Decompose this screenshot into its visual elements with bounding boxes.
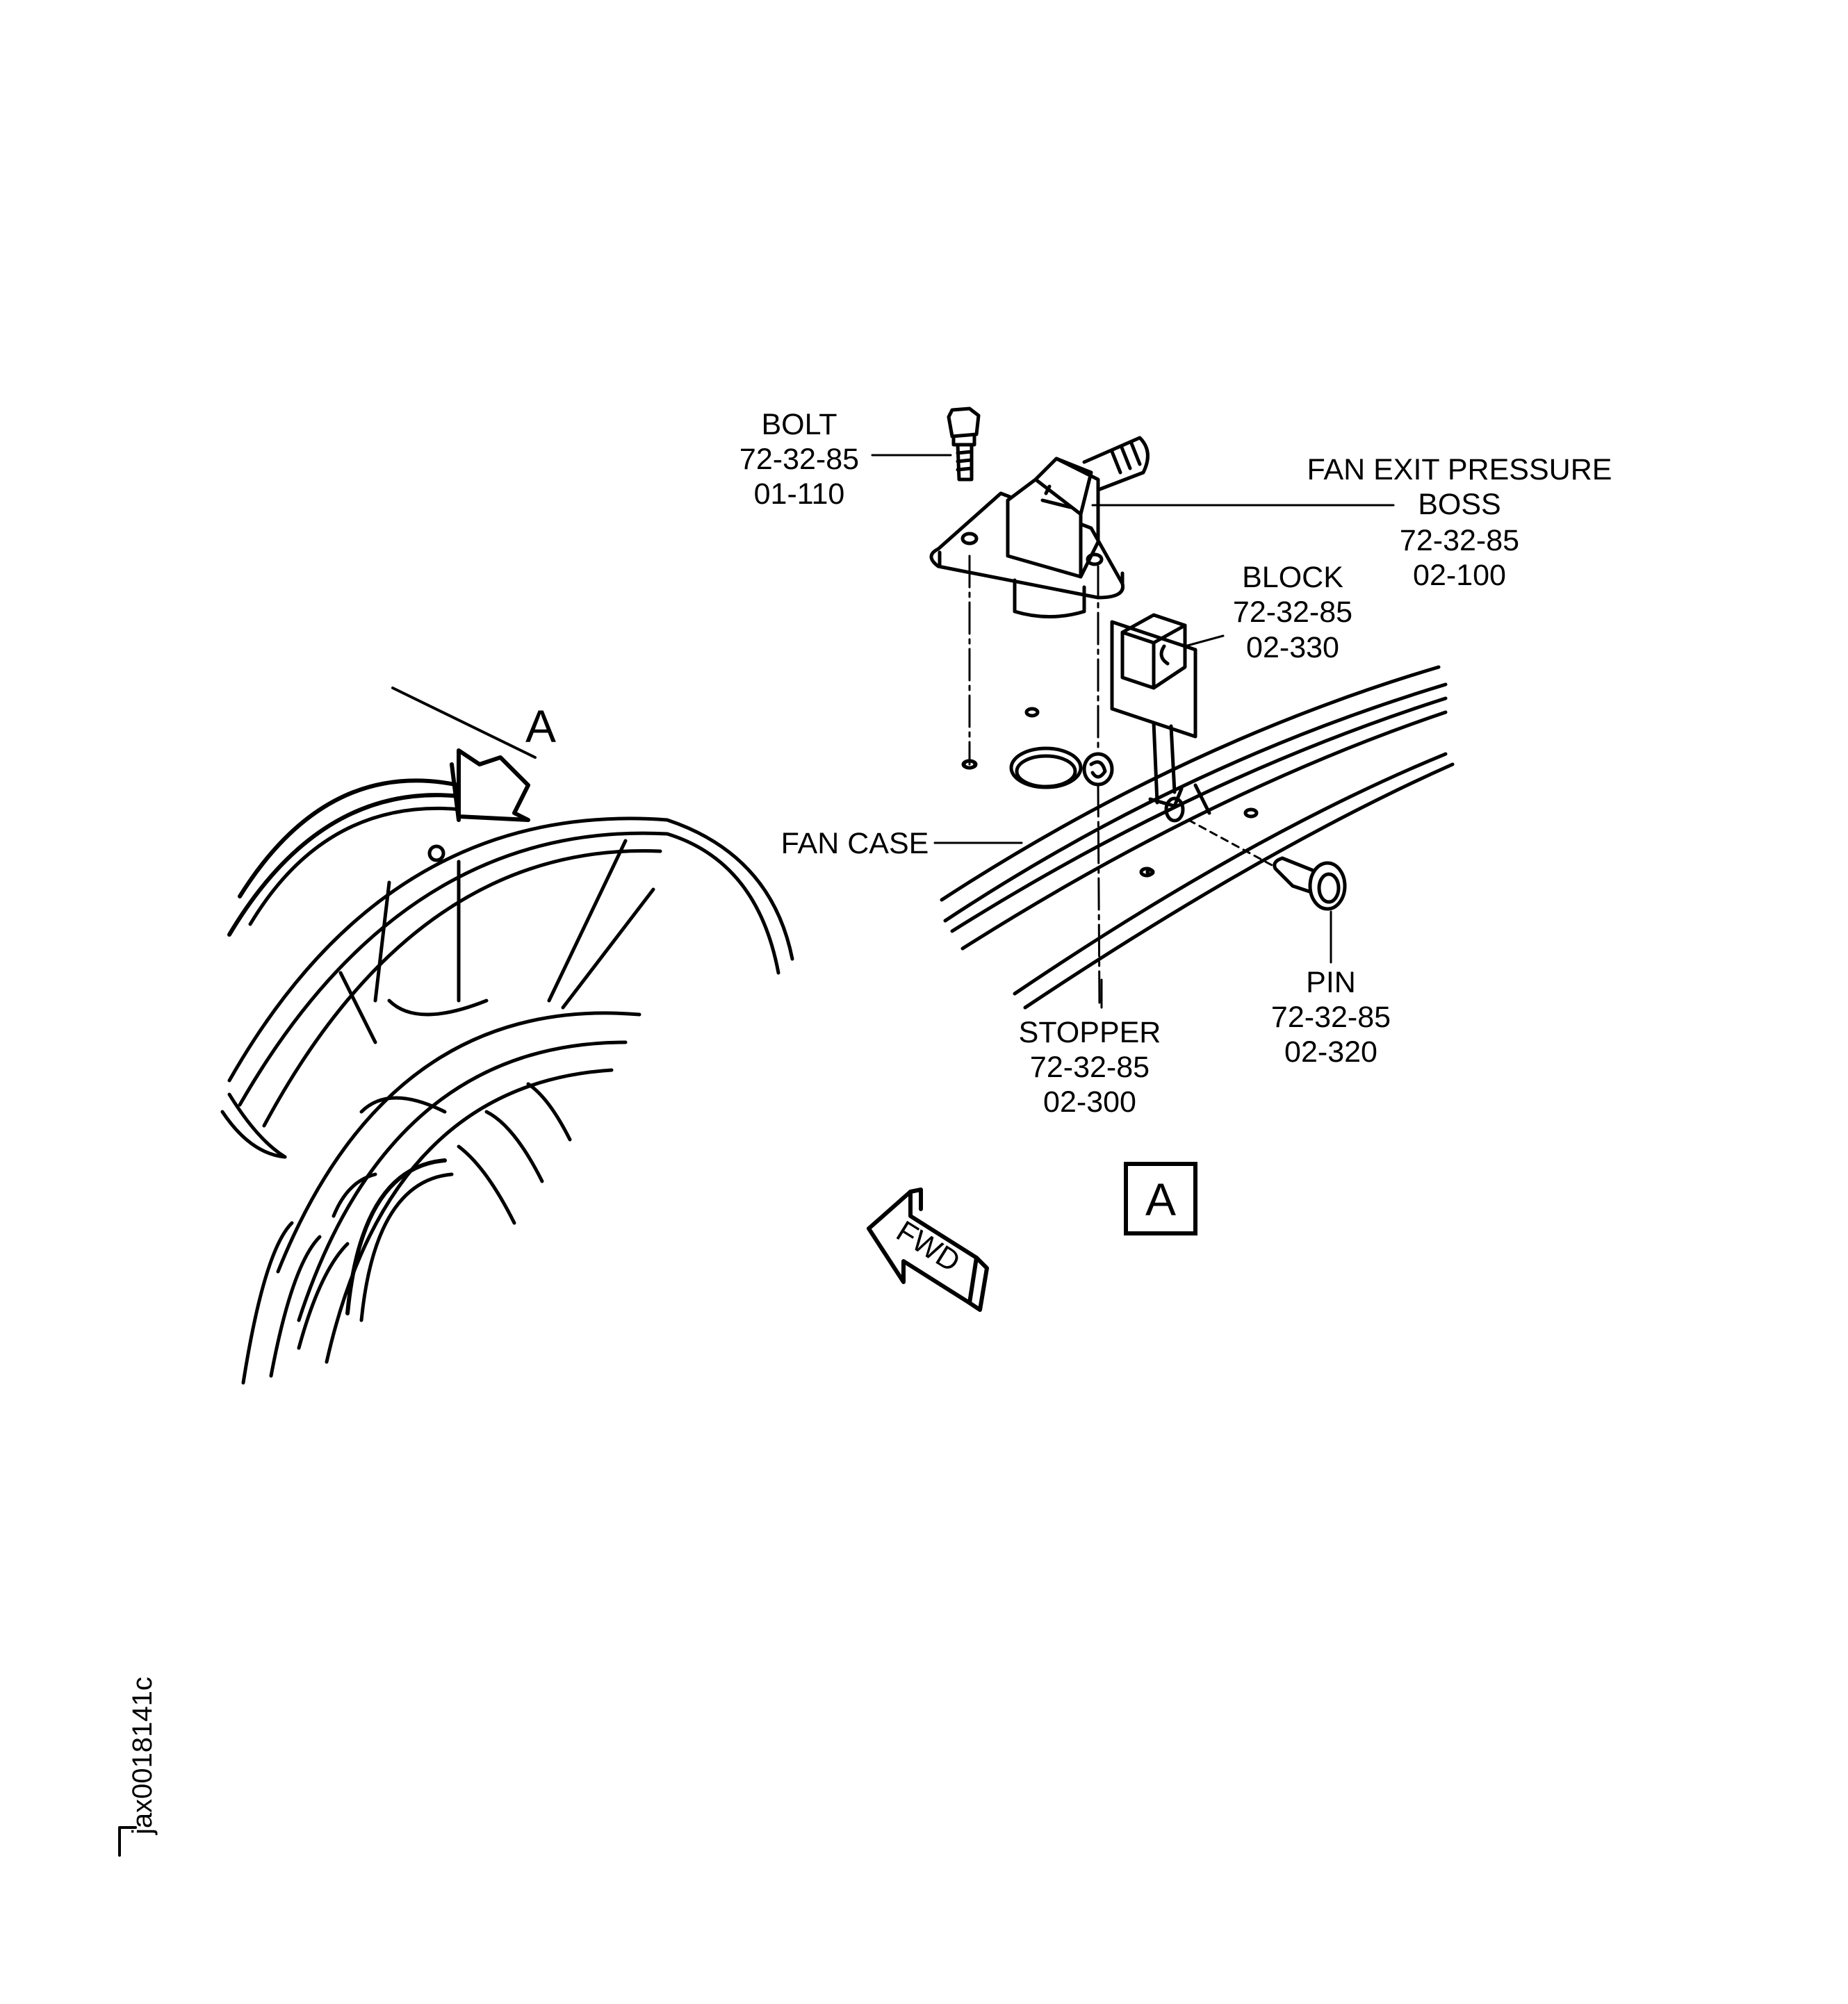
- block-callout: BLOCK 72-32-85 02-330: [1233, 561, 1352, 664]
- pin-part: [1187, 819, 1347, 911]
- fan-exit-boss-name-line1: FAN EXIT PRESSURE: [1307, 453, 1612, 486]
- block-item: 02-330: [1246, 631, 1339, 664]
- engine-fan-overview: [220, 687, 794, 1385]
- figure-id-text: jax0018141c: [127, 1677, 158, 1835]
- bolt-callout: BOLT 72-32-85 01-110: [739, 408, 859, 511]
- pin-ref: 72-32-85: [1271, 1001, 1391, 1034]
- fan-exit-boss-callout: FAN EXIT PRESSURE BOSS 72-32-85 02-100: [1307, 453, 1612, 592]
- block-part: [1110, 613, 1211, 823]
- view-a-arrow: [450, 748, 530, 822]
- leader-lines: [871, 454, 1395, 1009]
- fan-case-detail: [940, 665, 1455, 1010]
- block-ref: 72-32-85: [1233, 596, 1352, 629]
- bolt-ref: 72-32-85: [739, 443, 859, 476]
- stopper-callout: STOPPER 72-32-85 02-300: [1019, 1016, 1161, 1119]
- stopper-item: 02-300: [1043, 1085, 1136, 1119]
- view-a-box: A: [1124, 1162, 1197, 1235]
- pin-item: 02-320: [1284, 1035, 1377, 1069]
- fan-exit-boss-name-line2: BOSS: [1418, 488, 1501, 521]
- fwd-arrow: FWD: [867, 1188, 989, 1312]
- fan-exit-boss-ref: 72-32-85: [1400, 524, 1519, 557]
- assembly-lines: [961, 555, 1101, 1009]
- stopper-part: [1082, 752, 1114, 787]
- block-name: BLOCK: [1242, 561, 1343, 594]
- fan-exit-boss-item: 02-100: [1413, 559, 1506, 592]
- view-a-box-label: A: [1145, 1174, 1176, 1225]
- view-a-arrow-label: A: [525, 700, 556, 752]
- bolt-name: BOLT: [761, 408, 837, 441]
- fan-exit-pressure-boss: [929, 436, 1150, 618]
- bolt-item: 01-110: [754, 477, 845, 511]
- pin-name: PIN: [1306, 966, 1356, 999]
- bolt-part: [947, 406, 981, 482]
- pin-callout: PIN 72-32-85 02-320: [1271, 966, 1391, 1069]
- figure-id: jax0018141c: [118, 1677, 158, 1857]
- stopper-ref: 72-32-85: [1030, 1051, 1150, 1084]
- stopper-name: STOPPER: [1019, 1016, 1161, 1049]
- fan-case-label: FAN CASE: [781, 827, 929, 860]
